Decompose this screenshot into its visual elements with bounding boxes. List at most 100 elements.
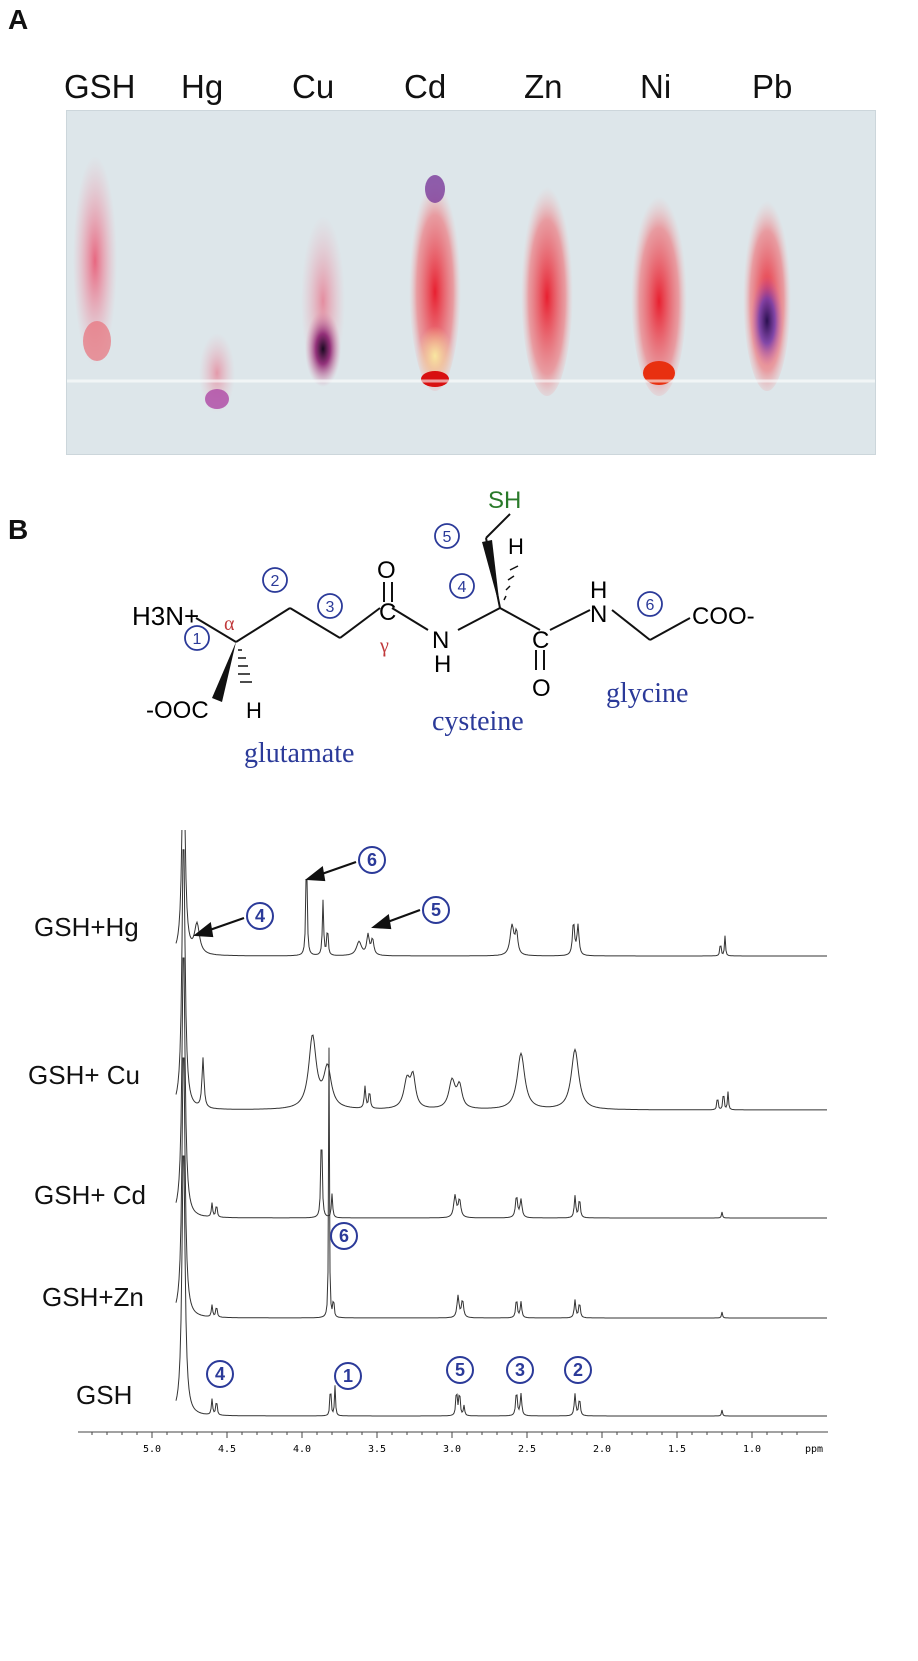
spot-cu (305, 311, 341, 387)
nmr-axis (78, 1431, 828, 1438)
nmr-marker-gsh-2: 2 (573, 1360, 583, 1380)
tick-label-5.0: 5.0 (143, 1444, 161, 1455)
lane-label-hg: Hg (181, 68, 224, 105)
hash-bond-cys (503, 565, 519, 601)
gamma-oxygen: O (377, 557, 396, 584)
nmr-marker-circle-gsh-1 (334, 1362, 362, 1390)
left-carboxylate: -OOC (146, 697, 209, 724)
trace-gsh-cu (175, 849, 827, 1111)
marker-circle-4 (449, 573, 475, 599)
marker-text-4: 4 (458, 579, 467, 596)
lane-label-ni: Ni (640, 68, 672, 105)
alpha-hydrogen: H (246, 698, 262, 723)
arrow-head-hg-5 (371, 913, 392, 930)
spot-zn (521, 176, 573, 396)
spectrum-label-hg: GSH+Hg (34, 912, 139, 942)
residue-glutamate: glutamate (244, 738, 354, 769)
panel-b-letter: B (8, 514, 29, 545)
nmr-marker-circle-gsh-5 (446, 1356, 474, 1384)
nh3-group: H3N+ (132, 601, 199, 631)
spot-gsh-base (83, 321, 111, 361)
trace-gsh (175, 1155, 827, 1417)
marker-circle-3 (317, 593, 343, 619)
tick-label-4.5: 4.5 (218, 1444, 236, 1455)
cys-hydrogen: H (508, 534, 524, 559)
alpha-symbol: α (224, 613, 235, 635)
nmr-marker-zn-6: 6 (339, 1226, 349, 1246)
nmr-tick-labels: 5.0 4.5 4.0 3.5 3.0 2.5 2.0 1.5 1.0 ppm (143, 1444, 823, 1455)
nmr-marker-circle-gsh-4 (206, 1360, 234, 1388)
spot-ni (643, 361, 675, 385)
marker-circle-1 (184, 625, 210, 651)
wedge-bond-cys (482, 540, 500, 608)
tick-label-1.0: 1.0 (743, 1444, 761, 1455)
right-carboxylate: COO- (692, 603, 755, 630)
lane-label-cu: Cu (292, 68, 335, 105)
marker-text-5: 5 (443, 529, 452, 546)
gamma-carbon: C (379, 599, 396, 626)
nmr-marker-gsh-4: 4 (215, 1364, 225, 1384)
nmr-marker-circle-zn-6 (330, 1222, 358, 1250)
arrow-head-hg-4 (193, 921, 214, 938)
tick-label-4.0: 4.0 (293, 1444, 311, 1455)
marker-text-3: 3 (326, 599, 335, 616)
axis-unit-label: ppm (805, 1444, 823, 1455)
spectrum-label-zn: GSH+Zn (42, 1282, 144, 1312)
cys-carbon: C (532, 627, 549, 654)
arrow-head-hg-6 (305, 865, 326, 882)
residue-cysteine: cysteine (432, 706, 524, 737)
tick-label-3.0: 3.0 (443, 1444, 461, 1455)
spectrum-label-cu: GSH+ Cu (28, 1060, 140, 1090)
marker-circle-5 (434, 523, 460, 549)
trace-gsh-hg (175, 830, 827, 957)
lane-label-cd: Cd (404, 68, 447, 105)
wedge-bond-alpha (212, 642, 236, 702)
nmr-marker-circle-hg-5 (422, 896, 450, 924)
trace-gsh-cd (175, 957, 827, 1219)
tick-label-2.5: 2.5 (518, 1444, 536, 1455)
spot-ni-tail (631, 186, 687, 396)
gamma-symbol: γ (379, 635, 389, 657)
nmr-marker-circle-gsh-3 (506, 1356, 534, 1384)
lane-label-zn: Zn (524, 68, 563, 105)
nmr-marker-hg-4: 4 (255, 906, 265, 926)
spot-gsh (73, 156, 117, 366)
hg-arrows (193, 860, 421, 938)
nmr-spectra: 5.0 4.5 4.0 3.5 3.0 2.5 2.0 1.5 1.0 ppm … (78, 830, 828, 1455)
tlc-plate-image (67, 156, 875, 413)
spot-cd-yellow (417, 326, 453, 386)
amide-nitrogen-2: N (590, 601, 607, 628)
hash-bond-alpha (238, 649, 252, 683)
panel-a-letter: A (8, 4, 29, 35)
marker-text-6: 6 (646, 597, 655, 614)
nmr-marker-gsh-5: 5 (455, 1360, 465, 1380)
nmr-marker-gsh-3: 3 (515, 1360, 525, 1380)
amide-hydrogen-2: H (590, 577, 607, 604)
glutathione-structure: H3N+ -OOC H α O C γ N H SH H C O H N COO… (132, 490, 755, 769)
lane-label-pb: Pb (752, 68, 793, 105)
tlc-plate (66, 110, 876, 455)
spot-hg (205, 389, 229, 409)
nmr-marker-hg-5: 5 (431, 900, 441, 920)
spectrum-label-cd: GSH+ Cd (34, 1180, 146, 1210)
thiol-group: SH (488, 490, 521, 514)
spot-cd (421, 371, 449, 387)
nmr-marker-gsh-1: 1 (343, 1366, 353, 1386)
nmr-marker-circle-hg-4 (246, 902, 274, 930)
residue-glycine: glycine (606, 678, 688, 709)
marker-circle-6 (637, 591, 663, 617)
marker-text-2: 2 (271, 573, 280, 590)
amide-hydrogen-1: H (434, 651, 451, 678)
tick-label-2.0: 2.0 (593, 1444, 611, 1455)
nmr-marker-circle-hg-6 (358, 846, 386, 874)
nmr-marker-circle-gsh-2 (564, 1356, 592, 1384)
trace-gsh-zn (175, 1047, 827, 1319)
tick-label-1.5: 1.5 (668, 1444, 686, 1455)
nmr-marker-hg-6: 6 (367, 850, 377, 870)
marker-text-1: 1 (193, 631, 202, 648)
spectrum-label-gsh: GSH (76, 1380, 133, 1410)
marker-circle-2 (262, 567, 288, 593)
lane-label-gsh: GSH (64, 68, 136, 105)
nmr-traces (175, 830, 827, 1417)
tick-label-3.5: 3.5 (368, 1444, 386, 1455)
